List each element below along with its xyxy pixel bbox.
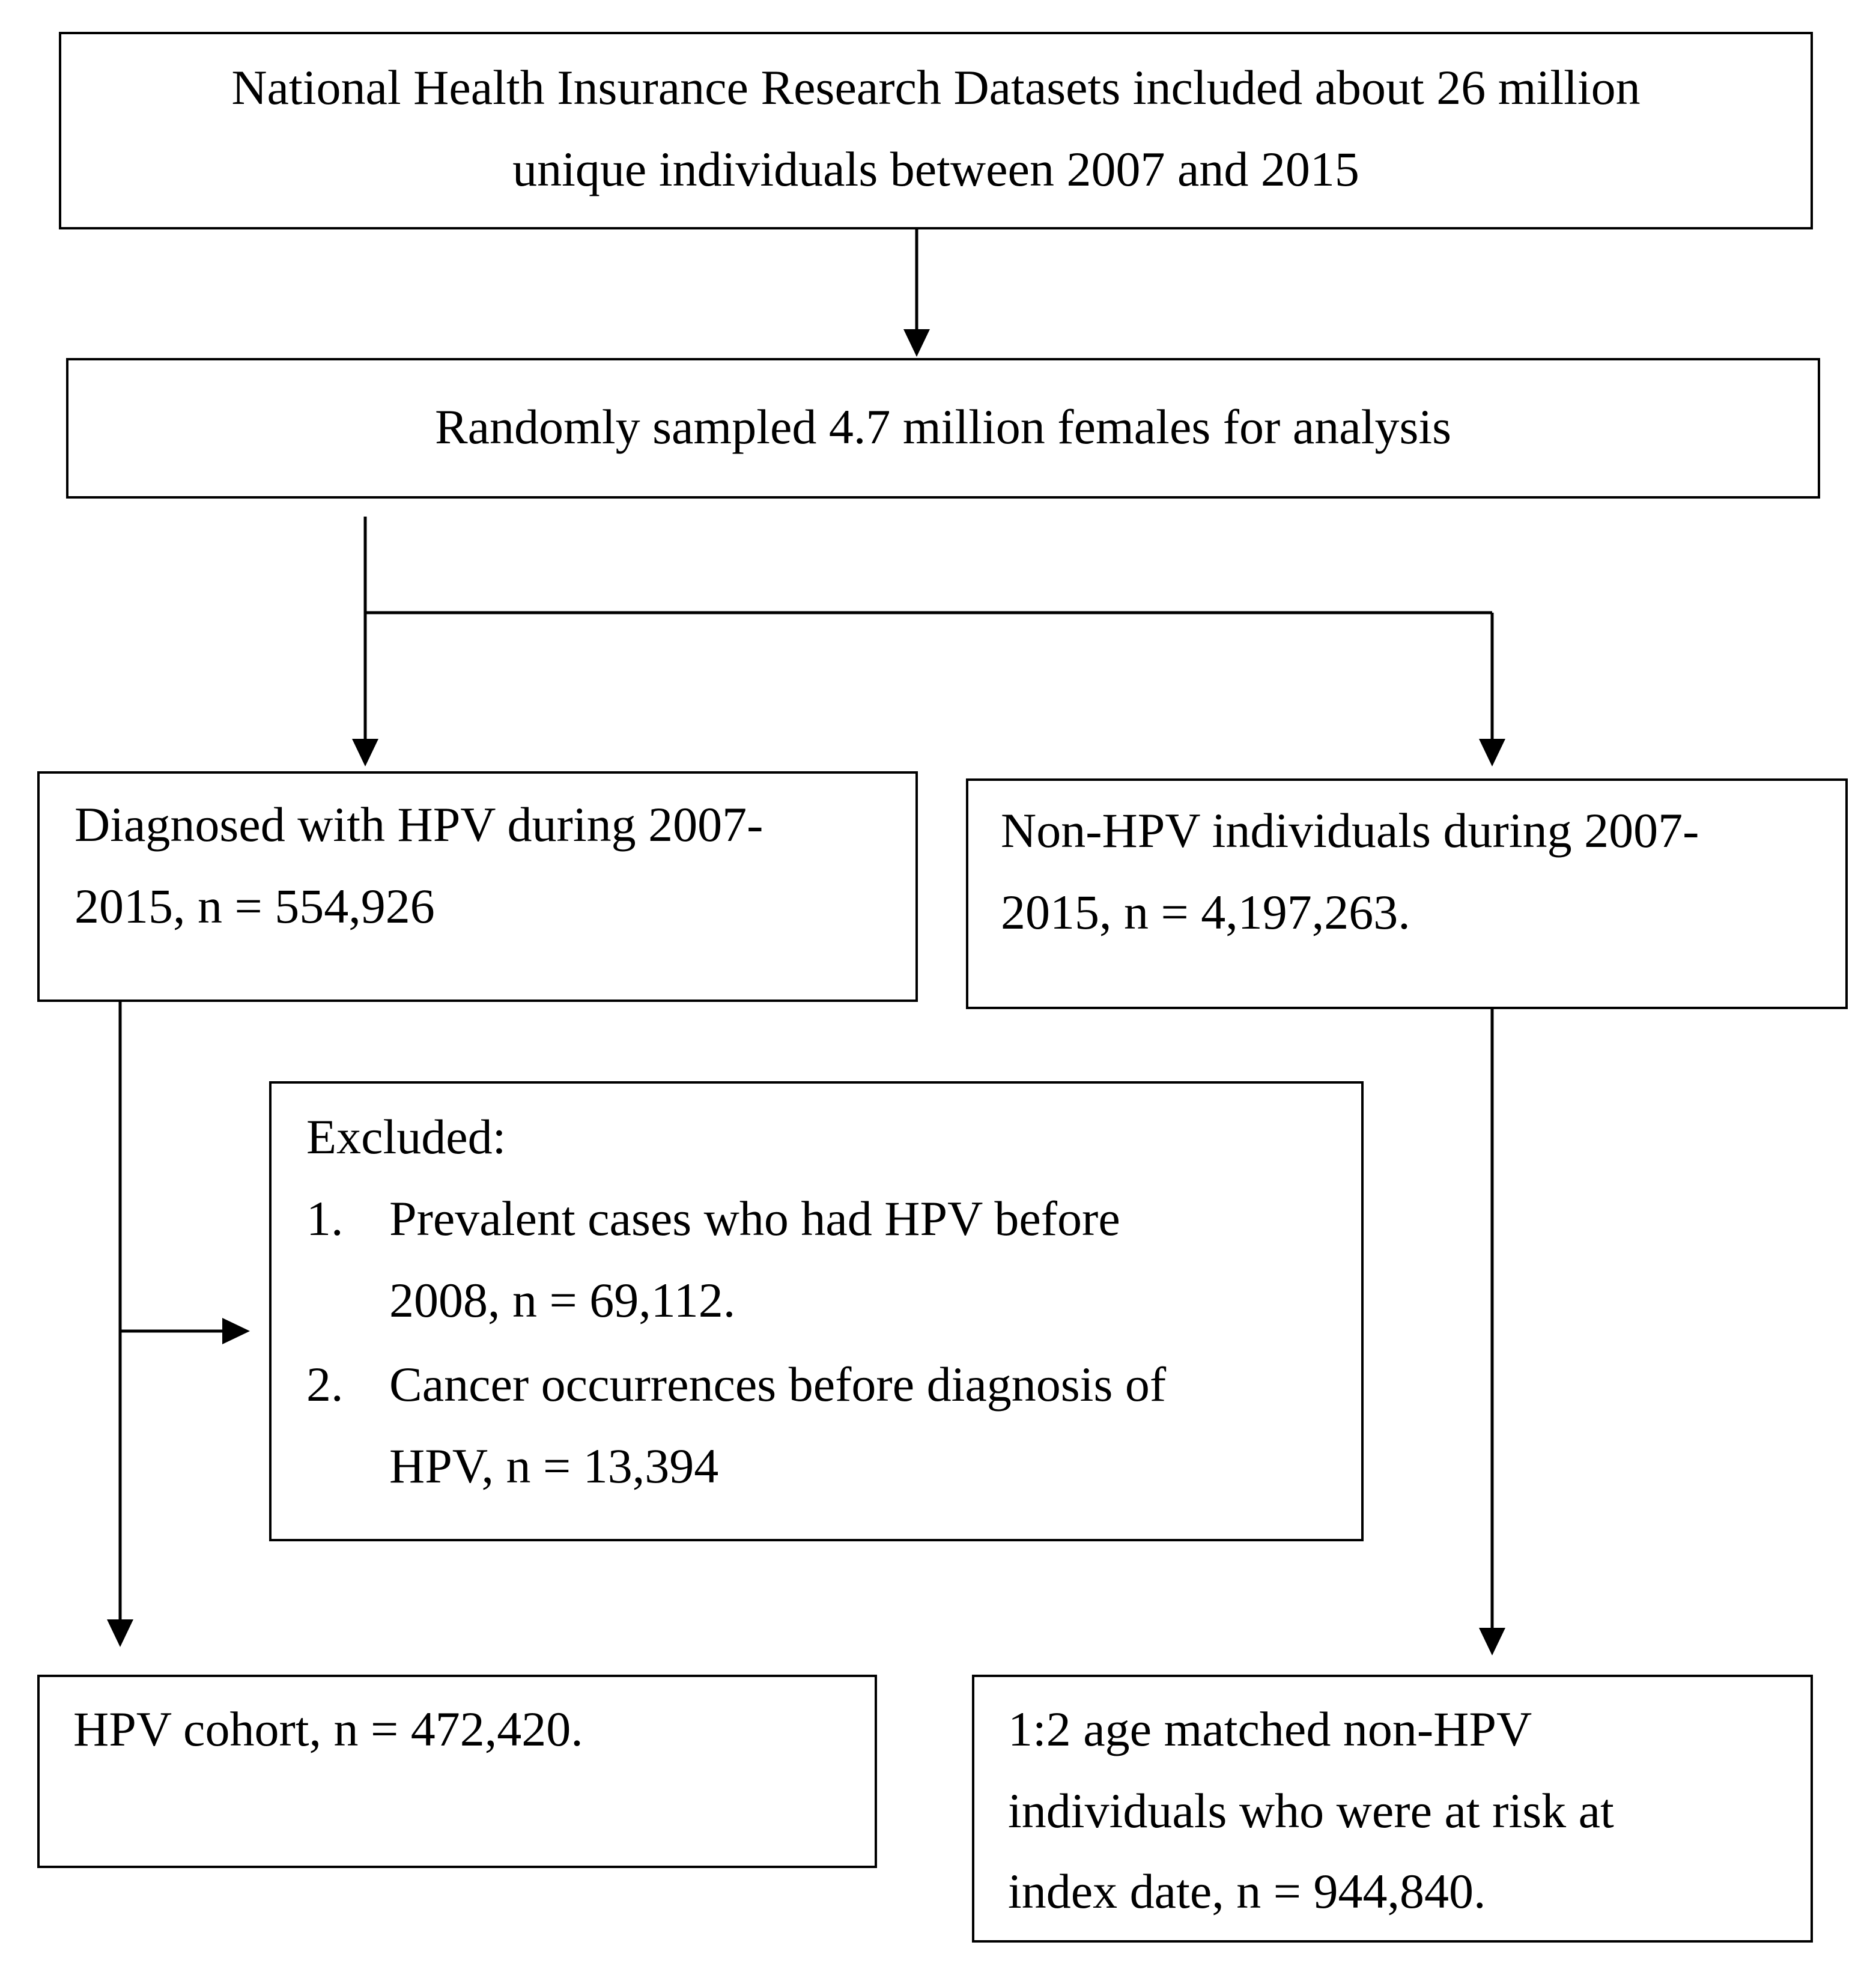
arrow-source-to-sample: [903, 229, 930, 357]
matched-non-hpv-box: 1:2 age matched non-HPV individuals who …: [972, 1675, 1813, 1943]
source-dataset-line-1: National Health Insurance Research Datas…: [231, 60, 1641, 115]
non-hpv-box: Non-HPV individuals during 2007- 2015, n…: [966, 778, 1848, 1009]
hpv-cohort-line-1: HPV cohort, n = 472,420.: [73, 1702, 583, 1756]
excluded-item-2-line-2: HPV, n = 13,394: [389, 1439, 719, 1493]
sample-line-1: Randomly sampled 4.7 million females for…: [434, 399, 1452, 454]
hpv-diagnosed-line-2: 2015, n = 554,926: [74, 879, 435, 933]
sample-box: Randomly sampled 4.7 million females for…: [66, 358, 1820, 499]
matched-line-2: individuals who were at risk at: [1008, 1783, 1614, 1838]
hpv-cohort-box: HPV cohort, n = 472,420.: [37, 1675, 877, 1868]
non-hpv-line-1: Non-HPV individuals during 2007-: [1001, 803, 1699, 858]
non-hpv-line-2: 2015, n = 4,197,263.: [1001, 885, 1410, 939]
excluded-heading: Excluded:: [306, 1109, 506, 1164]
hpv-diagnosed-box: Diagnosed with HPV during 2007- 2015, n …: [37, 771, 918, 1002]
source-dataset-line-2: unique individuals between 2007 and 2015: [512, 142, 1359, 196]
excluded-item-2-line-1: Cancer occurrences before diagnosis of: [389, 1357, 1167, 1412]
matched-line-3: index date, n = 944,840.: [1008, 1864, 1486, 1919]
excluded-item-1-number: 1.: [306, 1191, 344, 1246]
hpv-diagnosed-line-1: Diagnosed with HPV during 2007-: [74, 797, 763, 852]
excluded-item-1-line-1: Prevalent cases who had HPV before: [389, 1191, 1120, 1246]
source-dataset-box: National Health Insurance Research Datas…: [59, 32, 1813, 229]
connector-sample-split: [352, 517, 1505, 766]
excluded-item-2-number: 2.: [306, 1357, 344, 1412]
excluded-box: Excluded: 1. Prevalent cases who had HPV…: [269, 1081, 1364, 1541]
arrow-to-excluded: [120, 1318, 250, 1344]
arrow-hpv-to-cohort: [107, 1001, 133, 1647]
excluded-item-1-line-2: 2008, n = 69,112.: [389, 1273, 736, 1327]
arrow-nonhpv-to-matched: [1479, 1008, 1505, 1655]
matched-line-1: 1:2 age matched non-HPV: [1008, 1702, 1532, 1756]
